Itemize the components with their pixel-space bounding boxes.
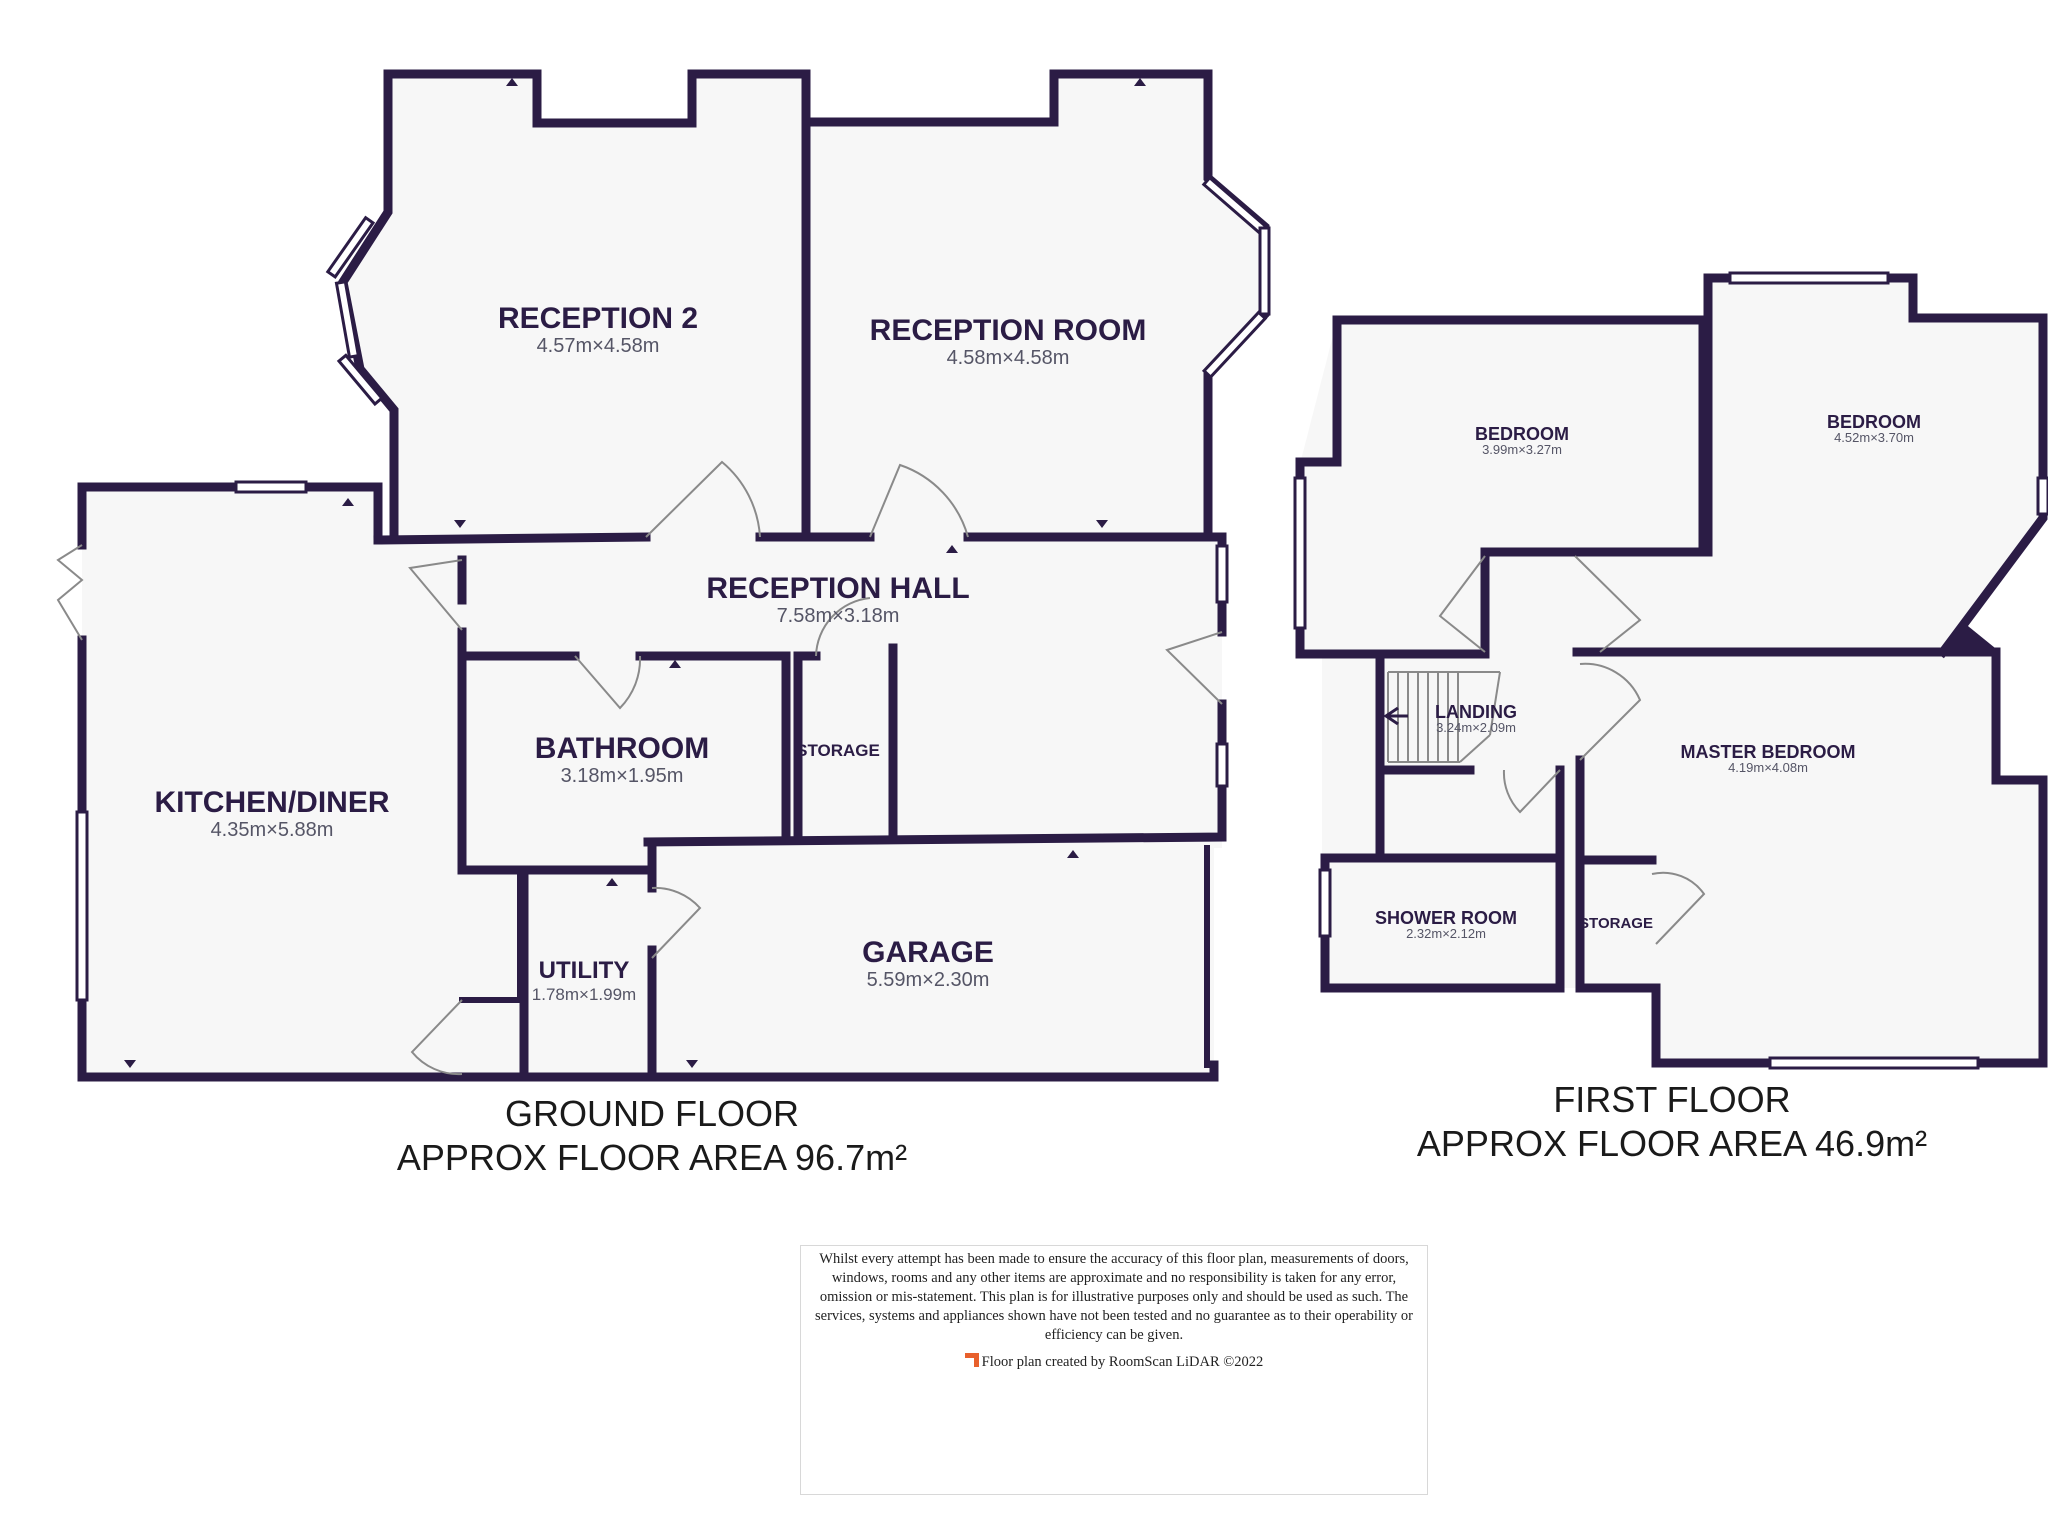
- roomscan-logo-icon: [964, 1353, 979, 1367]
- marker-3: [342, 498, 354, 506]
- marker-9: [606, 878, 618, 886]
- marker-10: [124, 1060, 136, 1068]
- wall-ff-master: [1572, 647, 2048, 1068]
- marker-7: [669, 660, 681, 668]
- label-storage: STORAGE: [796, 741, 880, 760]
- dims-bedroom-b: 4.52m×3.70m: [1834, 430, 1914, 445]
- wall-hall-top: [373, 532, 651, 545]
- wall-kitchen-left-top: [77, 482, 383, 550]
- room-ff-floor-right: [1322, 278, 2043, 1063]
- dims-kitchen: 4.35m×5.88m: [211, 819, 334, 841]
- door-kitchen-patio[interactable]: [56, 544, 84, 641]
- label-reception2: RECEPTION 2: [498, 302, 698, 335]
- window-ff-bedroom-b: [1728, 271, 1890, 285]
- label-kitchen: KITCHEN/DINER: [154, 786, 389, 819]
- window-ff-master: [1768, 1056, 1980, 1070]
- wall-reception2: [338, 69, 811, 542]
- dims-reception2: 4.57m×4.58m: [537, 335, 660, 357]
- wall-bathroom-2: [635, 651, 791, 842]
- room-kitchen-floor: [82, 487, 462, 1077]
- marker-5: [1096, 520, 1108, 528]
- wall-garage-bottom: [425, 1060, 1219, 1082]
- window-ff-bedroom-a: [1293, 476, 1307, 630]
- label-landing: LANDING: [1435, 702, 1517, 722]
- door-front[interactable]: [1165, 631, 1223, 705]
- window-reception2-bay-1: [325, 215, 376, 279]
- label-shower: SHOWER ROOM: [1375, 908, 1517, 928]
- wall-corner-fill: [1943, 622, 2000, 652]
- door-utility-garage[interactable]: [651, 886, 702, 959]
- label-bedroom-b: BEDROOM: [1827, 412, 1921, 432]
- marker-8: [1067, 850, 1079, 858]
- label-reception-hall: RECEPTION HALL: [706, 572, 969, 605]
- dims-shower: 2.32m×2.12m: [1406, 926, 1486, 941]
- disclaimer-text: Whilst every attempt has been made to en…: [815, 1251, 1413, 1343]
- wall-hall-right-bottom: [643, 781, 1227, 847]
- door-bathroom[interactable]: [574, 655, 642, 710]
- first-floor-area: APPROX FLOOR AREA 46.9m²: [1417, 1123, 1927, 1164]
- label-reception-room: RECEPTION ROOM: [870, 314, 1147, 347]
- room-reception-room-floor: [806, 74, 1265, 537]
- label-utility: UTILITY: [539, 957, 630, 984]
- dims-landing: 3.24m×2.09m: [1436, 720, 1516, 735]
- ground-floor-area: APPROX FLOOR AREA 96.7m²: [397, 1137, 907, 1178]
- door-kitchen[interactable]: [408, 559, 463, 631]
- dims-utility: 1.78m×1.99m: [532, 985, 636, 1004]
- label-storage-ff: STORAGE: [1579, 915, 1653, 932]
- dims-garage: 5.59m×2.30m: [867, 969, 990, 991]
- dims-reception-room: 4.58m×4.58m: [947, 347, 1070, 369]
- credit-text: Floor plan created by RoomScan LiDAR ©20…: [981, 1354, 1264, 1370]
- marker-11: [686, 1060, 698, 1068]
- dims-master: 4.19m×4.08m: [1728, 760, 1808, 775]
- room-labels: RECEPTION 2 4.57m×4.58m RECEPTION ROOM 4…: [154, 302, 1921, 1004]
- window-hall-right-2: [1215, 742, 1229, 788]
- stairs: [1387, 671, 1501, 763]
- room-reception2-floor: [343, 74, 806, 537]
- window-ff-bedroom-b-side: [2036, 476, 2048, 516]
- door-ff-shower[interactable]: [1502, 769, 1561, 814]
- door-reception-room[interactable]: [869, 463, 969, 538]
- door-storage[interactable]: [815, 597, 871, 657]
- window-reception2-bay-2: [334, 279, 361, 359]
- dims-reception-hall: 7.58m×3.18m: [777, 605, 900, 627]
- door-kitchen-utility[interactable]: [410, 999, 463, 1076]
- window-reception-room-bay-3: [1201, 310, 1268, 380]
- label-master: MASTER BEDROOM: [1681, 742, 1856, 762]
- window-hall-right-1: [1215, 544, 1229, 604]
- marker-1: [506, 78, 518, 86]
- window-kitchen-left: [75, 810, 89, 1002]
- window-ff-shower: [1318, 868, 1332, 938]
- credit-line: Floor plan created by RoomScan LiDAR ©20…: [815, 1353, 1413, 1372]
- first-floor-plan: [1293, 271, 2048, 1070]
- first-floor-title: FIRST FLOOR: [1553, 1079, 1790, 1120]
- window-kitchen-top: [234, 480, 308, 494]
- label-garage: GARAGE: [862, 936, 994, 969]
- dims-bathroom: 3.18m×1.95m: [561, 765, 684, 787]
- ground-floor-plan: [56, 69, 1271, 1082]
- dims-bedroom-a: 3.99m×3.27m: [1482, 442, 1562, 457]
- disclaimer-box: Whilst every attempt has been made to en…: [800, 1245, 1428, 1495]
- window-reception-room-bay-2: [1258, 226, 1271, 316]
- label-bedroom-a: BEDROOM: [1475, 424, 1569, 444]
- door-ff-master[interactable]: [1579, 662, 1642, 761]
- wall-ff-bedroom-b: [1703, 273, 2048, 659]
- marker-4: [454, 520, 466, 528]
- marker-2: [1134, 78, 1146, 86]
- door-reception2[interactable]: [645, 460, 761, 538]
- door-ff-storage[interactable]: [1651, 871, 1706, 945]
- marker-6: [946, 545, 958, 553]
- door-ff-bedroom-a[interactable]: [1438, 555, 1486, 653]
- wall-kitchen-left-bottom: [77, 635, 435, 1082]
- stairs-arrow-icon: [1383, 706, 1408, 726]
- window-reception2-bay-3: [336, 353, 384, 407]
- ground-floor-title: GROUND FLOOR: [505, 1093, 799, 1134]
- door-ff-bedroom-b[interactable]: [1574, 555, 1642, 653]
- label-bathroom: BATHROOM: [535, 732, 709, 765]
